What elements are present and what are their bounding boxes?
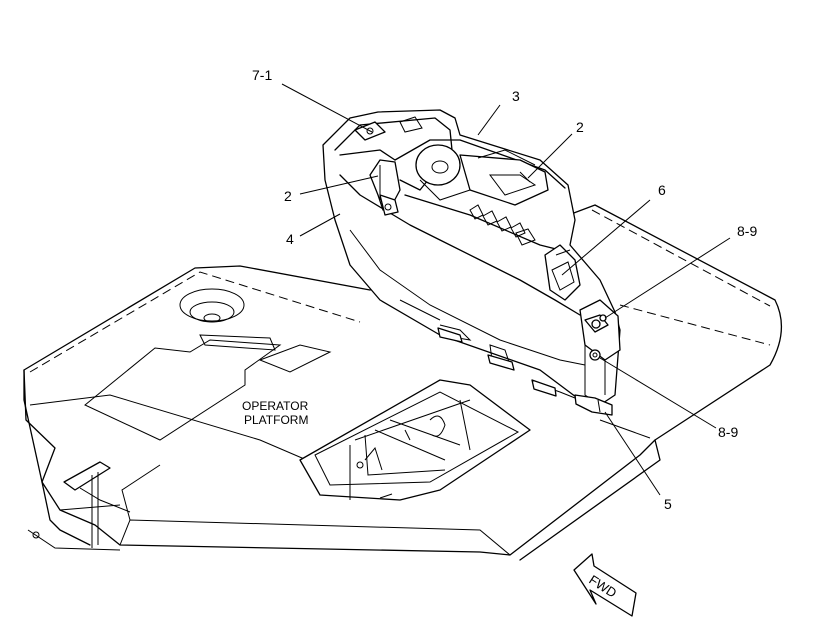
callout-6: 6	[658, 182, 666, 198]
callout-8-9-bottom: 8-9	[718, 424, 738, 440]
callout-8-9-top: 8-9	[737, 223, 757, 239]
leader-lines	[281, 83, 731, 496]
callout-4: 4	[286, 231, 294, 247]
console-assembly	[322, 109, 621, 416]
callout-2-right: 2	[576, 119, 584, 135]
callout-5: 5	[664, 496, 672, 512]
platform-label-line1: OPERATOR	[242, 399, 309, 413]
callout-3: 3	[512, 88, 520, 104]
callout-7-1: 7-1	[252, 67, 272, 83]
floor-opening	[299, 379, 531, 501]
platform-label-line2: PLATFORM	[244, 413, 308, 427]
callout-2-left: 2	[284, 188, 292, 204]
fwd-arrow-icon: FWD	[573, 553, 637, 617]
